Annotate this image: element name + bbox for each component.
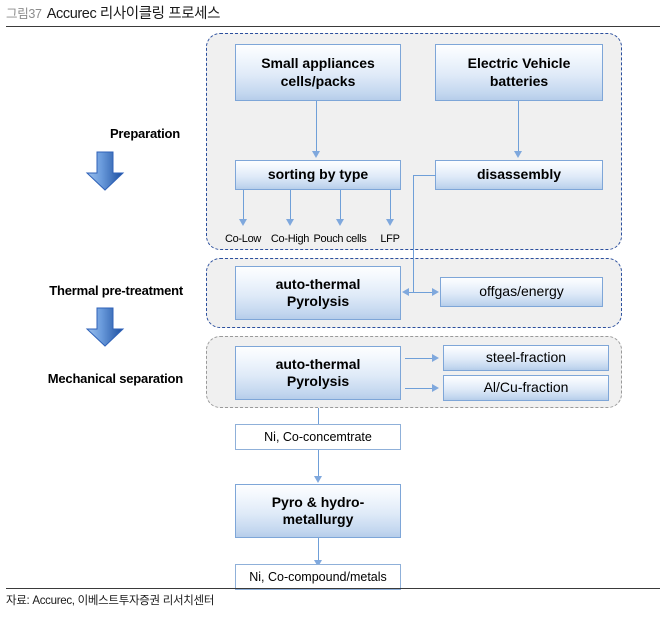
connector-pyro-to-compound <box>318 538 319 561</box>
box-small-appliances-line1: Small appliances <box>261 55 375 72</box>
connector-disassembly-out-h <box>413 175 436 176</box>
tick-label-colow: Co-Low <box>224 233 262 245</box>
connector-cohigh <box>290 190 291 220</box>
stage-label-mechanical: Mechanical separation <box>47 371 183 386</box>
box-steel-fraction-label: steel-fraction <box>485 349 567 366</box>
connector-pyrolysis-to-alcu <box>405 388 433 389</box>
box-pyrolysis-thermal[interactable]: auto-thermal Pyrolysis <box>235 266 401 320</box>
arrow-ev-to-disassembly-icon <box>514 151 522 158</box>
connector-pyrolysis-offgas <box>408 292 435 293</box>
arrow-offgas-to-pyrolysis-icon <box>402 288 409 296</box>
connector-appliances-to-sorting <box>316 101 317 152</box>
box-pyrolysis-mechanical-line1: auto-thermal <box>275 355 361 372</box>
box-ev-batteries-line2: batteries <box>489 72 549 89</box>
box-pyro-hydro-line1: Pyro & hydro- <box>271 493 365 510</box>
arrow-cohigh-icon <box>286 219 294 226</box>
box-sorting-by-type[interactable]: sorting by type <box>235 160 401 190</box>
tick-label-pouch: Pouch cells <box>313 233 367 245</box>
figure-title: Accurec 리사이클링 프로세스 <box>46 6 221 22</box>
connector-pyrolysis-to-steel <box>405 358 433 359</box>
box-ev-batteries-line1: Electric Vehicle <box>467 55 571 72</box>
tick-label-cohigh: Co-High <box>270 233 310 245</box>
box-small-appliances-line2: cells/packs <box>280 72 356 89</box>
box-pyrolysis-thermal-line2: Pyrolysis <box>286 293 350 309</box>
arrow-pyrolysis-to-alcu-icon <box>432 384 439 392</box>
tick-label-lfp: LFP <box>380 233 400 245</box>
arrow-pouch-icon <box>336 219 344 226</box>
arrow-colow-icon <box>239 219 247 226</box>
figure-number: 그림37 <box>6 7 42 21</box>
figure-header: 그림37 Accurec 리사이클링 프로세스 <box>6 2 660 26</box>
connector-ev-to-disassembly <box>518 101 519 152</box>
box-offgas-label: offgas/energy <box>479 283 564 300</box>
box-pyrolysis-mechanical-line2: Pyrolysis <box>286 373 350 389</box>
stage-label-preparation: Preparation <box>109 126 180 141</box>
box-ni-co-compound-label: Ni, Co-compound/metals <box>249 570 387 584</box>
connector-colow <box>243 190 244 220</box>
connector-pouch <box>340 190 341 220</box>
arrow-concentrate-to-pyro-icon <box>314 476 322 483</box>
box-pyrolysis-mechanical[interactable]: auto-thermal Pyrolysis <box>235 346 401 400</box>
arrow-lfp-icon <box>386 219 394 226</box>
box-disassembly[interactable]: disassembly <box>435 160 603 190</box>
box-steel-fraction[interactable]: steel-fraction <box>443 345 609 371</box>
box-ni-co-concentrate[interactable]: Ni, Co-concemtrate <box>235 424 401 450</box>
box-alcu-fraction[interactable]: Al/Cu-fraction <box>443 375 609 401</box>
box-disassembly-label: disassembly <box>476 166 562 183</box>
stage-label-thermal: Thermal pre-treatment <box>49 283 183 298</box>
box-pyrolysis-thermal-line1: auto-thermal <box>275 275 361 292</box>
arrow-pyrolysis-to-steel-icon <box>432 354 439 362</box>
arrow-pyrolysis-to-offgas-icon <box>432 288 439 296</box>
header-divider <box>6 26 660 27</box>
connector-concentrate-to-pyro <box>318 450 319 477</box>
box-ni-co-compound[interactable]: Ni, Co-compound/metals <box>235 564 401 590</box>
box-pyro-hydro-line2: metallurgy <box>282 511 354 527</box>
footer-divider <box>6 588 660 589</box>
arrow-pyro-to-compound-icon <box>314 560 322 567</box>
connector-lfp <box>390 190 391 220</box>
box-small-appliances[interactable]: Small appliances cells/packs <box>235 44 401 101</box>
arrow-appliances-to-sorting-icon <box>312 151 320 158</box>
connector-mech-to-concentrate <box>318 408 319 424</box>
box-sorting-label: sorting by type <box>267 166 369 183</box>
box-pyro-hydro-metallurgy[interactable]: Pyro & hydro- metallurgy <box>235 484 401 538</box>
box-ev-batteries[interactable]: Electric Vehicle batteries <box>435 44 603 101</box>
thermal-block-arrow <box>85 307 125 347</box>
box-offgas-energy[interactable]: offgas/energy <box>440 277 603 307</box>
box-alcu-fraction-label: Al/Cu-fraction <box>483 379 569 396</box>
box-ni-co-concentrate-label: Ni, Co-concemtrate <box>264 430 372 444</box>
connector-disassembly-out-v <box>413 175 414 292</box>
source-note: 자료: Accurec, 이베스트투자증권 리서치센터 <box>6 595 215 607</box>
preparation-block-arrow <box>85 151 125 191</box>
